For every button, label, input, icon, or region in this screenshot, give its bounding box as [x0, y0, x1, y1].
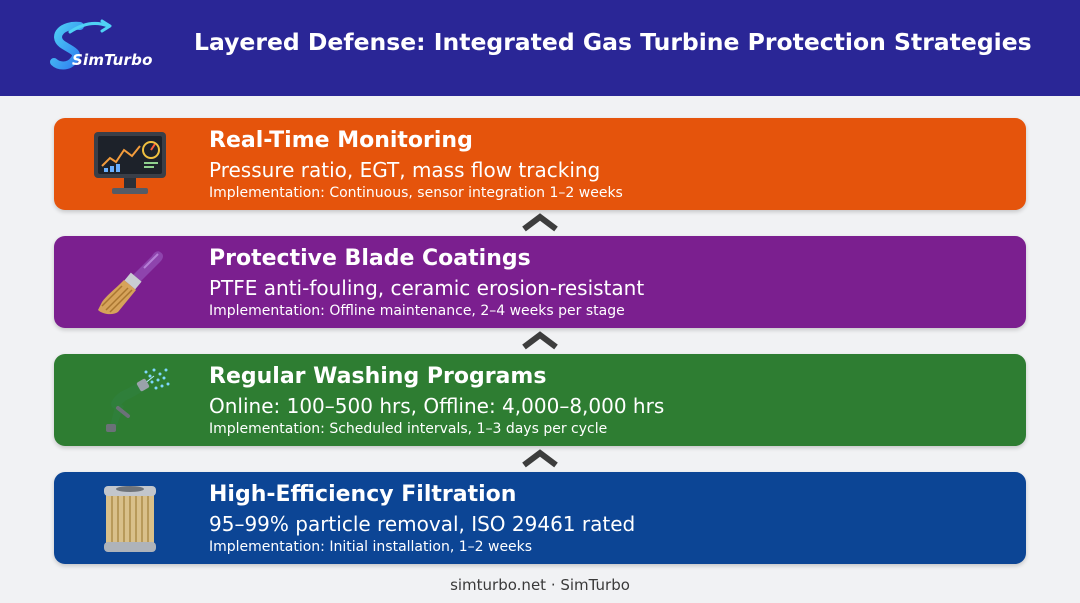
layer-implementation: Implementation: Continuous, sensor integ…: [209, 185, 623, 201]
layer-title: High-Efficiency Filtration: [209, 482, 517, 507]
page-title: Layered Defense: Integrated Gas Turbine …: [194, 28, 1032, 56]
spray-nozzle-icon: [88, 364, 172, 436]
layer-title: Protective Blade Coatings: [209, 246, 531, 271]
logo-wordmark: SimTurbo: [72, 51, 153, 69]
chevron-up-icon: [522, 331, 558, 350]
layer-subtitle: Pressure ratio, EGT, mass flow tracking: [209, 158, 601, 182]
layer-implementation: Implementation: Initial installation, 1–…: [209, 539, 533, 555]
simturbo-logo: SimTurbo: [50, 18, 170, 78]
monitor-dashboard-icon: [88, 128, 172, 200]
footer-credit: simturbo.net · SimTurbo: [450, 576, 630, 594]
layer-title: Regular Washing Programs: [209, 364, 547, 389]
layer-high-efficiency-filtration: High-Efficiency Filtration 95–99% partic…: [54, 472, 1026, 564]
layer-real-time-monitoring: Real-Time Monitoring Pressure ratio, EGT…: [54, 118, 1026, 210]
layer-subtitle: Online: 100–500 hrs, Offline: 4,000–8,00…: [209, 394, 665, 418]
chevron-up-icon: [522, 449, 558, 468]
layer-title: Real-Time Monitoring: [209, 128, 473, 153]
header-bar: SimTurbo Layered Defense: Integrated Gas…: [0, 0, 1080, 96]
layer-protective-blade-coatings: Protective Blade Coatings PTFE anti-foul…: [54, 236, 1026, 328]
layer-implementation: Implementation: Offline maintenance, 2–4…: [209, 303, 625, 319]
chevron-up-icon: [522, 213, 558, 232]
layer-subtitle: PTFE anti-fouling, ceramic erosion-resis…: [209, 276, 645, 300]
layer-subtitle: 95–99% particle removal, ISO 29461 rated: [209, 512, 636, 536]
paint-brush-icon: [88, 246, 172, 318]
layer-regular-washing-programs: Regular Washing Programs Online: 100–500…: [54, 354, 1026, 446]
air-filter-icon: [88, 482, 172, 554]
layer-implementation: Implementation: Scheduled intervals, 1–3…: [209, 421, 608, 437]
